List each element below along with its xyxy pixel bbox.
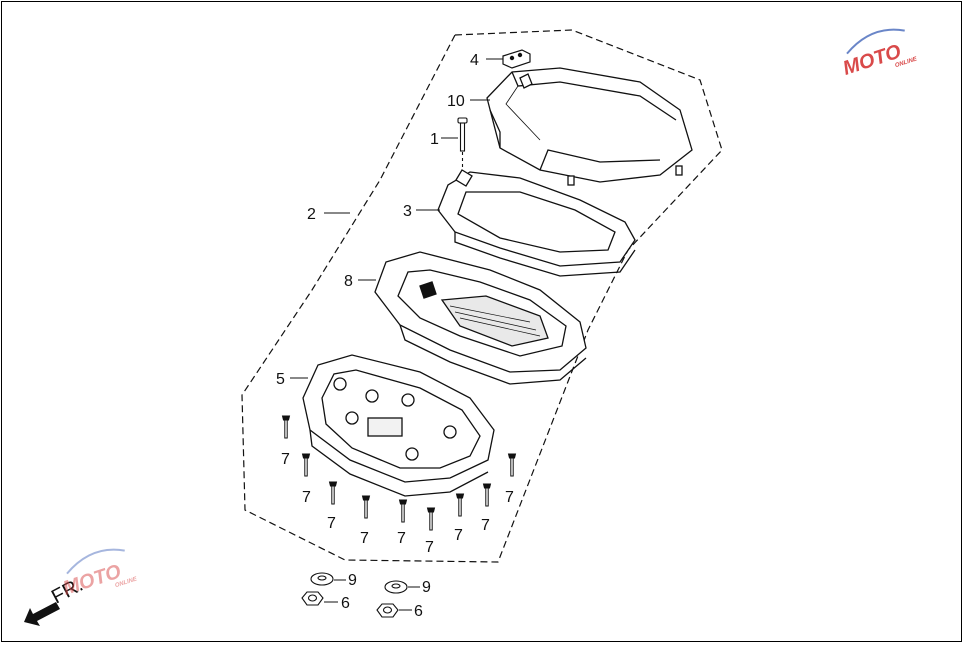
callout-7: 7 xyxy=(302,489,311,506)
callout-7: 7 xyxy=(281,451,290,468)
callout-7: 7 xyxy=(481,517,490,534)
screw-icon xyxy=(507,453,517,477)
part-7-screws xyxy=(281,415,517,531)
screw-icon xyxy=(482,483,492,507)
callout-labels: 4 10 1 2 3 8 5 7 7 7 7 7 7 7 7 7 9 9 6 6 xyxy=(276,52,514,620)
part-6-nuts xyxy=(301,591,399,618)
screw-icon xyxy=(301,453,311,477)
part-4-cap xyxy=(502,49,531,69)
screw-icon xyxy=(328,481,338,505)
callout-8: 8 xyxy=(344,273,353,290)
callout-10: 10 xyxy=(447,93,465,110)
part-9-washers xyxy=(310,572,408,594)
leader-lines xyxy=(290,58,503,611)
callout-1: 1 xyxy=(430,131,439,148)
part-8-meter-panel xyxy=(374,251,587,385)
callout-6: 6 xyxy=(341,595,350,612)
screw-icon xyxy=(455,493,465,517)
callout-7: 7 xyxy=(454,527,463,544)
callout-7: 7 xyxy=(505,489,514,506)
part-5-lower-case xyxy=(302,354,495,497)
front-arrow-icon xyxy=(24,602,60,626)
callout-7: 7 xyxy=(327,515,336,532)
callout-7: 7 xyxy=(360,530,369,547)
screw-icon xyxy=(426,507,436,531)
screw-icon xyxy=(398,499,408,523)
callout-4: 4 xyxy=(470,52,479,69)
callout-9: 9 xyxy=(422,579,431,596)
callout-9: 9 xyxy=(348,572,357,589)
screw-icon xyxy=(361,495,371,519)
callout-5: 5 xyxy=(276,371,285,388)
screw-icon xyxy=(281,415,291,439)
callout-7: 7 xyxy=(425,539,434,556)
part-3-bezel xyxy=(437,169,636,277)
callout-7: 7 xyxy=(397,530,406,547)
watermark-swoosh-icon xyxy=(66,548,125,575)
assembly-boundary xyxy=(241,29,723,563)
callout-6: 6 xyxy=(414,603,423,620)
part-10-meter-cover xyxy=(486,67,693,186)
callout-3: 3 xyxy=(403,203,412,220)
callout-2: 2 xyxy=(307,206,316,223)
watermark-swoosh-icon xyxy=(846,28,905,55)
